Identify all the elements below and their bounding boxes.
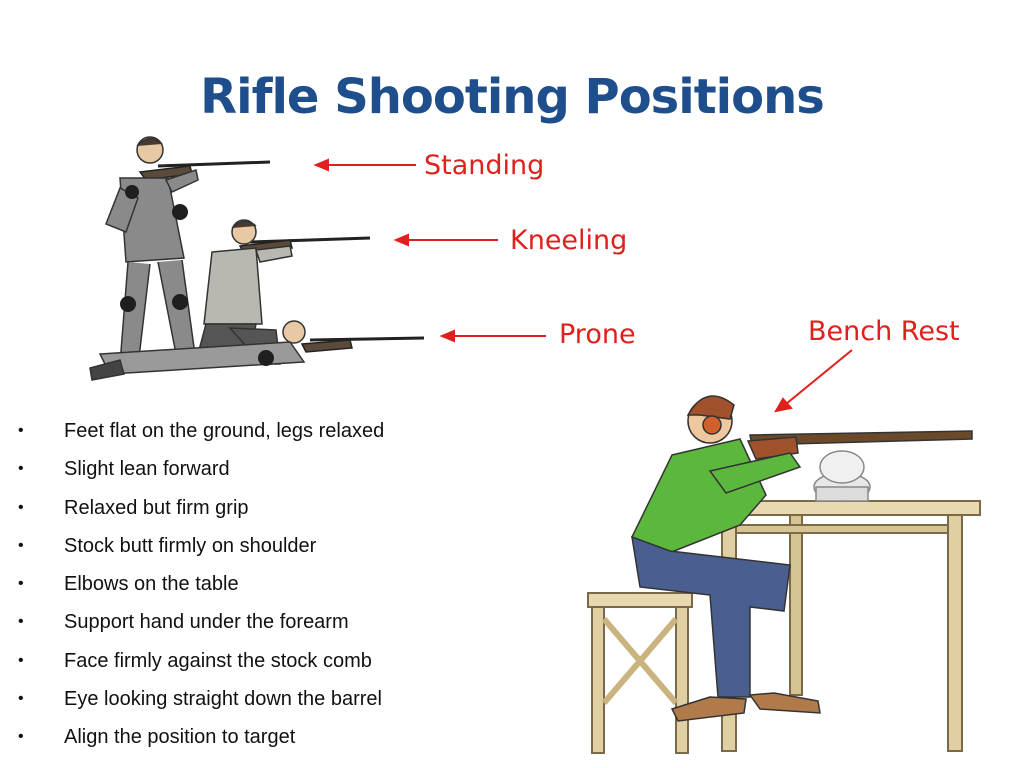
standing-shooter-figure (100, 136, 271, 375)
bullet-text: Face firmly against the stock comb (64, 649, 372, 672)
bullet-marker: • (18, 613, 24, 631)
bench-rest-illustration (587, 395, 981, 754)
bullet-text: Elbows on the table (64, 573, 239, 596)
bullet-text: Relaxed but firm grip (64, 496, 249, 519)
bullet-marker: • (18, 536, 24, 554)
shooting-positions-illustration (89, 136, 425, 381)
prone-shooter-figure (89, 320, 425, 381)
bullet-marker: • (18, 460, 24, 478)
bullet-marker: • (18, 651, 24, 669)
kneeling-label: Kneeling (510, 225, 628, 256)
standing-label: Standing (424, 150, 545, 181)
bullet-marker: • (18, 498, 24, 516)
prone-arrowhead (439, 329, 455, 343)
bullet-text: Support hand under the forearm (64, 611, 349, 634)
slide-title: Rifle Shooting Positions (200, 69, 825, 125)
stool-figure (587, 592, 693, 754)
bullet-text: Slight lean forward (64, 458, 230, 481)
bullet-marker: • (18, 690, 24, 708)
bullet-marker: • (18, 728, 24, 746)
prone-label: Prone (559, 319, 636, 350)
bullet-text: Stock butt firmly on shoulder (64, 534, 317, 557)
rest-bag-figure (813, 450, 871, 502)
bench-rest-label: Bench Rest (808, 316, 960, 347)
bullet-text: Eye looking straight down the barrel (64, 688, 382, 711)
bullet-marker: • (18, 575, 24, 593)
bullet-text: Feet flat on the ground, legs relaxed (64, 420, 385, 442)
bullet-marker: • (18, 422, 24, 439)
bullet-text: Align the position to target (64, 726, 296, 749)
bench-shooter-figure (631, 395, 973, 722)
